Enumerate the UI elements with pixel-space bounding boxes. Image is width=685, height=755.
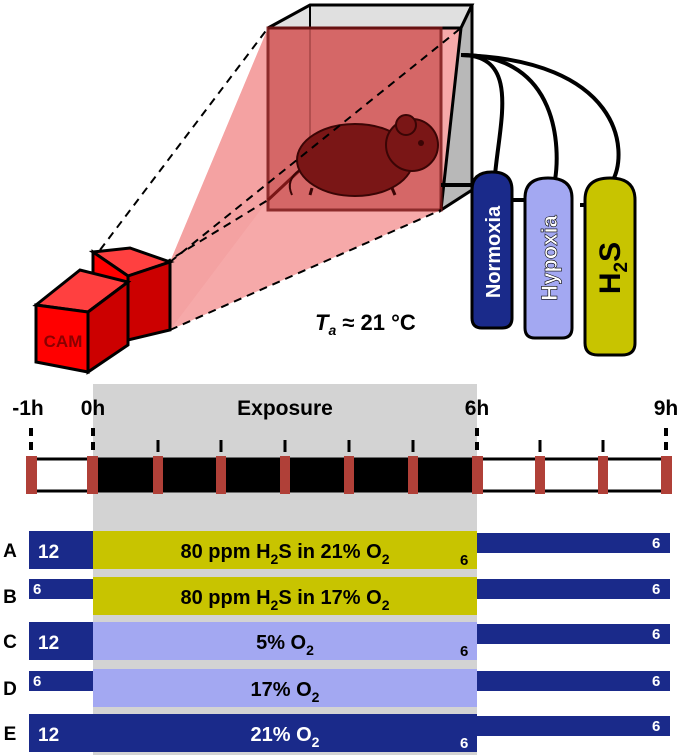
exposure-condition-bar	[93, 714, 477, 752]
protocol-row-c: C 12 5% O2 6 6	[3, 622, 670, 660]
exposure-condition-label: 5% O2	[256, 632, 314, 658]
exposure-end-count: 6	[460, 552, 468, 569]
exposure-end-count: 6	[460, 735, 468, 752]
post-exposure-count: 6	[652, 673, 660, 690]
post-exposure-bar	[477, 533, 670, 553]
exposure-condition-bar	[93, 577, 477, 615]
post-exposure-bar	[477, 716, 670, 736]
pre-exposure-count: 6	[33, 581, 41, 598]
time-bar	[26, 456, 672, 494]
tank-h2s-label: H2S	[594, 242, 632, 294]
post-exposure-count: 6	[652, 718, 660, 735]
apparatus: Normoxia Hypoxia H2S CAM Ta ≈ 21 °C	[32, 3, 637, 375]
time-label-0h: 0h	[81, 397, 106, 420]
post-exposure-bar	[477, 671, 670, 691]
exposure-condition-label: 17% O2	[251, 679, 320, 705]
row-letter: E	[4, 724, 17, 745]
post-exposure-bar	[477, 624, 670, 644]
exposure-condition-label: 80 ppm H2S in 17% O2	[181, 587, 390, 613]
exposure-label: Exposure	[237, 397, 333, 420]
camera-view-lines	[99, 27, 462, 331]
time-label-6h: 6h	[465, 397, 490, 420]
camera-label: CAM	[44, 332, 83, 351]
protocol-row-e: E 12 21% O2 6 6	[4, 714, 670, 752]
pre-exposure-bar	[29, 622, 93, 660]
tank-hypoxia: Hypoxia	[523, 176, 574, 340]
measurement-markers	[26, 456, 672, 494]
pre-exposure-count: 12	[38, 542, 59, 563]
mouse-silhouette	[288, 114, 439, 197]
exposure-condition-bar	[93, 669, 477, 707]
exposure-end-count: 6	[460, 643, 468, 660]
exposure-condition-bar	[93, 622, 477, 660]
exposure-condition-label: 21% O2	[251, 724, 320, 750]
pre-exposure-count: 12	[38, 725, 59, 746]
camera: CAM	[32, 246, 175, 375]
pre-exposure-bar	[29, 671, 93, 691]
time-label-9h: 9h	[654, 397, 679, 420]
pre-exposure-count: 12	[38, 633, 59, 654]
row-letter: C	[3, 632, 17, 653]
tank-normoxia-label: Normoxia	[483, 205, 505, 298]
post-exposure-count: 6	[652, 535, 660, 552]
exposure-condition-bar	[93, 531, 477, 569]
major-ticks	[29, 428, 668, 456]
post-exposure-count: 6	[652, 581, 660, 598]
minor-ticks	[156, 440, 605, 452]
exposure-condition-label: 80 ppm H2S in 21% O2	[181, 541, 390, 567]
post-exposure-count: 6	[652, 626, 660, 643]
pre-exposure-bar	[29, 714, 93, 752]
row-letter: D	[3, 679, 17, 700]
pre-exposure-count: 6	[33, 673, 41, 690]
tank-h2s: H2S	[583, 176, 637, 357]
tank-hypoxia-label: Hypoxia	[537, 214, 562, 300]
ambient-temperature: Ta ≈ 21 °C	[315, 310, 416, 338]
pre-exposure-bar	[29, 579, 93, 599]
pre-exposure-bar	[29, 531, 93, 569]
row-letter: A	[3, 541, 17, 562]
row-letter: B	[3, 587, 17, 608]
time-label-minus1h: -1h	[12, 397, 44, 420]
protocol-row-a: A 12 80 ppm H2S in 21% O2 6 6	[3, 531, 670, 569]
tank-normoxia: Normoxia	[470, 170, 514, 330]
post-exposure-bar	[477, 579, 670, 599]
